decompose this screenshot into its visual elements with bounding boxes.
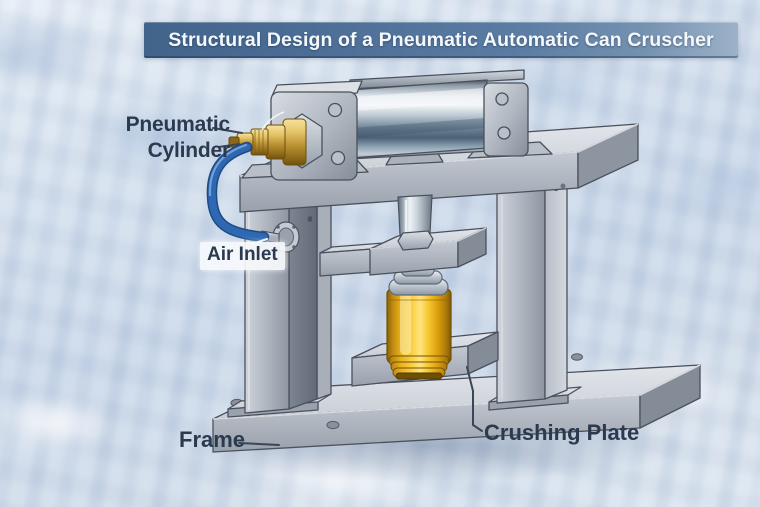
leader-cylinder xyxy=(218,143,240,148)
leader-pneumatic xyxy=(212,127,243,134)
pneumatic-cylinder xyxy=(228,69,553,181)
leader-frame xyxy=(238,442,280,446)
piston-rod xyxy=(397,194,434,251)
label-crushing-plate: Crushing Plate xyxy=(484,420,640,445)
label-pneumatic-cylinder-line2: Cylinder xyxy=(147,139,231,162)
cylinder-barrel xyxy=(349,79,488,159)
frame-right-column xyxy=(488,179,582,411)
leader-crushing-plate xyxy=(466,366,483,432)
crushing-plate xyxy=(319,227,487,277)
title-banner: Structural Design of a Pneumatic Automat… xyxy=(144,22,738,58)
label-pneumatic-cylinder: Pneumatic Cylinder xyxy=(94,112,231,164)
frame-left-column xyxy=(227,188,332,418)
page-title: Structural Design of a Pneumatic Automat… xyxy=(168,28,714,51)
label-pneumatic-cylinder-line1: Pneumatic xyxy=(125,113,231,136)
air-hose xyxy=(206,141,270,243)
label-air-inlet: Air Inlet xyxy=(200,242,285,270)
brass-fitting xyxy=(228,111,323,169)
cylinder-right-cap xyxy=(483,82,529,157)
label-frame: Frame xyxy=(179,427,246,452)
